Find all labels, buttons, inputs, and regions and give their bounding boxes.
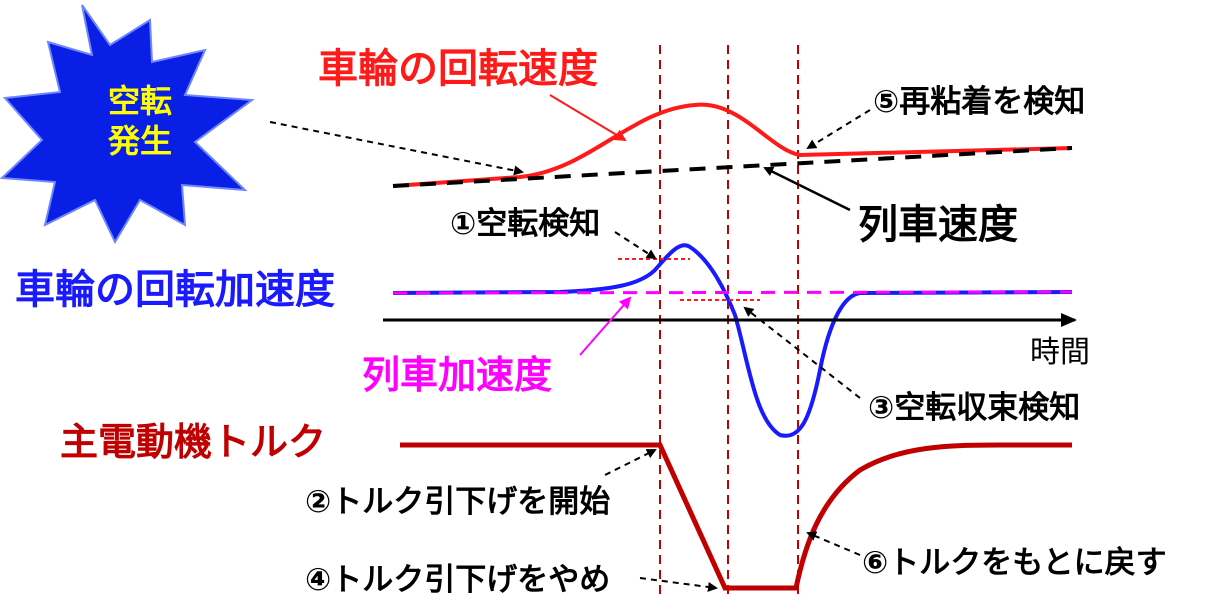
burst-text-line1: 空転 — [108, 82, 172, 120]
arrow-train-accel — [579, 296, 632, 356]
arrow-torque-restore — [806, 531, 861, 556]
wheel-accel-label: 車輪の回転加速度 — [15, 267, 335, 313]
motor-torque-curve — [400, 442, 1072, 591]
arrow-slip-detect — [614, 231, 657, 260]
wheel-speed-curve — [392, 102, 1073, 188]
step-3-label: ③空転収束検知 — [868, 390, 1080, 426]
arrow-wheel-speed-label — [549, 94, 627, 142]
arrow-readhesion — [806, 109, 871, 150]
train-speed-line — [392, 146, 1073, 188]
arrow-convergence — [743, 306, 861, 399]
step-5-label: ⑤再粘着を検知 — [873, 84, 1085, 120]
arrow-burst-to-speed — [269, 121, 524, 176]
arrow-torque-stop — [639, 577, 718, 592]
step-1-label: ①空転検知 — [450, 206, 600, 242]
train-speed-label: 列車速度 — [858, 202, 1018, 248]
step-4-label: ④トルク引下げをやめ — [305, 562, 610, 598]
train-accel-line — [392, 290, 1073, 295]
step-2-label: ②トルク引下げを開始 — [305, 484, 610, 520]
burst-text-line2: 発生 — [107, 122, 172, 160]
time-axis-label: 時間 — [1030, 335, 1090, 370]
arrow-torque-start — [604, 449, 657, 476]
motor-torque-label: 主電動機トルク — [60, 420, 326, 464]
arrow-train-speed — [763, 166, 851, 212]
step-6-label: ⑥トルクをもとに戻す — [862, 545, 1167, 581]
slip-burst-shape — [0, 4, 255, 245]
train-accel-label: 列車加速度 — [362, 353, 552, 397]
wheel-speed-label: 車輪の回転速度 — [318, 46, 598, 92]
